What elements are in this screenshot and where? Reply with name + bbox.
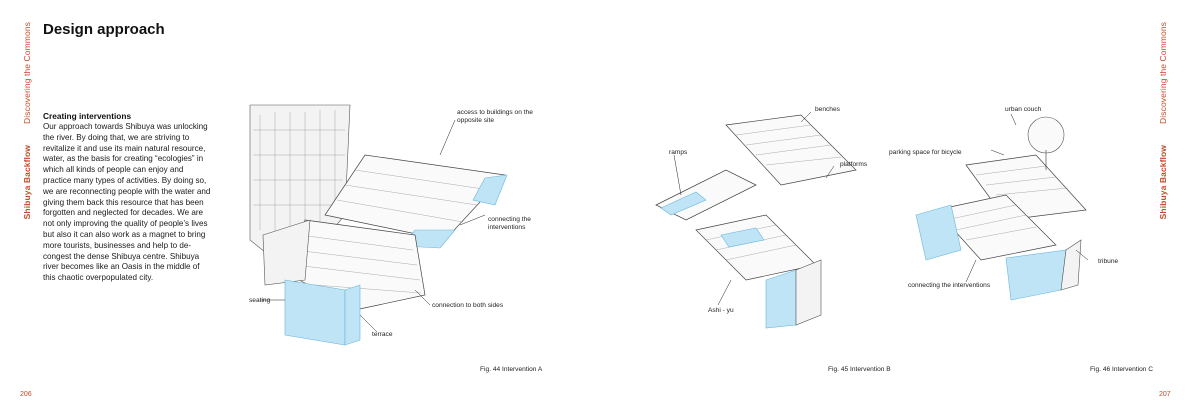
river-channel-b — [765, 259, 822, 329]
intervention-a-drawing — [249, 104, 508, 346]
figure-b-caption: Fig. 45 Intervention B — [828, 366, 891, 373]
label-ashiyu: Ashi - yu — [708, 307, 734, 314]
intervention-b-drawing — [655, 111, 857, 329]
page-title: Design approach — [43, 21, 165, 38]
tree — [1027, 116, 1065, 170]
tribune — [935, 194, 1057, 261]
ramp — [655, 169, 757, 221]
figure-c-caption: Fig. 46 Intervention C — [1090, 366, 1154, 373]
label-connecting-a: connecting the interventions — [488, 216, 531, 231]
label-ramps: ramps — [669, 149, 688, 156]
label-parking: parking space for bicycle — [889, 149, 962, 156]
chapter-tab-right: Shibuya Backflow — [1158, 145, 1168, 220]
figure-a-caption: Fig. 44 Intervention A — [480, 366, 543, 373]
section-tab: Discovering the Commons — [22, 22, 32, 124]
intervention-c-drawing — [915, 113, 1089, 301]
chapter-tab: Shibuya Backflow — [22, 145, 32, 220]
page-number-left: 206 — [20, 391, 32, 398]
label-connecting-c: connecting the interventions — [908, 282, 991, 289]
section-heading: Creating interventions — [43, 111, 132, 121]
label-benches: benches — [815, 106, 840, 113]
river-channel — [284, 279, 361, 346]
label-both-sides: connection to both sides — [432, 302, 504, 309]
upper-platform — [725, 114, 857, 186]
body-paragraph: Our approach towards Shibuya was unlocki… — [43, 122, 211, 283]
label-access: access to buildings on the opposite site — [457, 109, 533, 124]
label-seating: seating — [249, 297, 271, 304]
label-terrace: terrace — [372, 331, 393, 338]
left-page: Discovering the Commons Shibuya Backflow… — [0, 0, 595, 420]
section-tab-right: Discovering the Commons — [1158, 22, 1168, 124]
river-channel-c — [915, 204, 1082, 301]
label-platforms: platforms — [840, 161, 868, 168]
label-urban-couch: urban couch — [1005, 106, 1042, 113]
label-tribune: tribune — [1098, 258, 1119, 265]
page-number-right: 207 — [1159, 391, 1171, 398]
right-page: benches ramps platforms Ashi - yu Fig. 4… — [596, 0, 1191, 420]
